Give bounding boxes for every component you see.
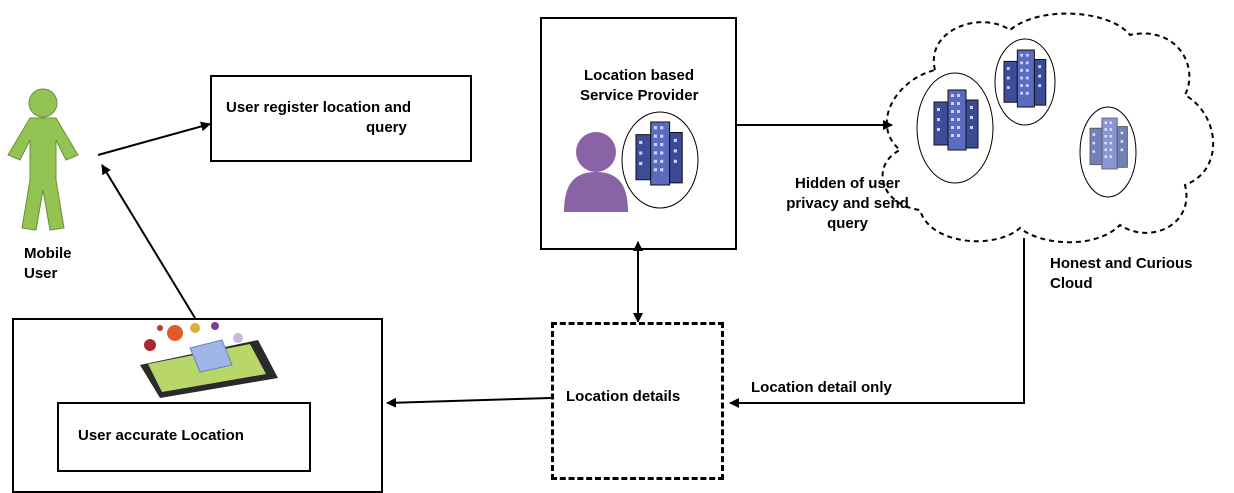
building-icon xyxy=(994,38,1056,126)
phone-map-icon xyxy=(140,322,278,398)
building-icon xyxy=(1079,106,1137,198)
location-details-box xyxy=(551,322,724,480)
person-icon xyxy=(564,132,628,212)
accurate-box xyxy=(57,402,311,472)
accurate-label: User accurate Location xyxy=(78,427,244,444)
building-icon xyxy=(621,111,699,209)
arrow-phone-to-user xyxy=(101,164,196,319)
register-label: User register location and query xyxy=(226,99,412,136)
arrow-cloud-to-details xyxy=(729,238,1025,408)
register-box xyxy=(210,75,472,162)
location-details-label: Location details xyxy=(566,388,681,405)
privacy-label: Hidden of user privacy and send query xyxy=(786,175,909,232)
building-icon xyxy=(916,72,994,184)
cloud-icon xyxy=(881,12,1215,244)
lbs-box xyxy=(540,17,737,250)
mobile-user-icon xyxy=(7,88,79,231)
arrow-details-to-user xyxy=(386,397,552,408)
arrow-to-register xyxy=(97,121,211,156)
lbs-label: Location based Service Provider xyxy=(580,67,699,104)
location-detail-only-label: Location detail only xyxy=(751,379,892,396)
